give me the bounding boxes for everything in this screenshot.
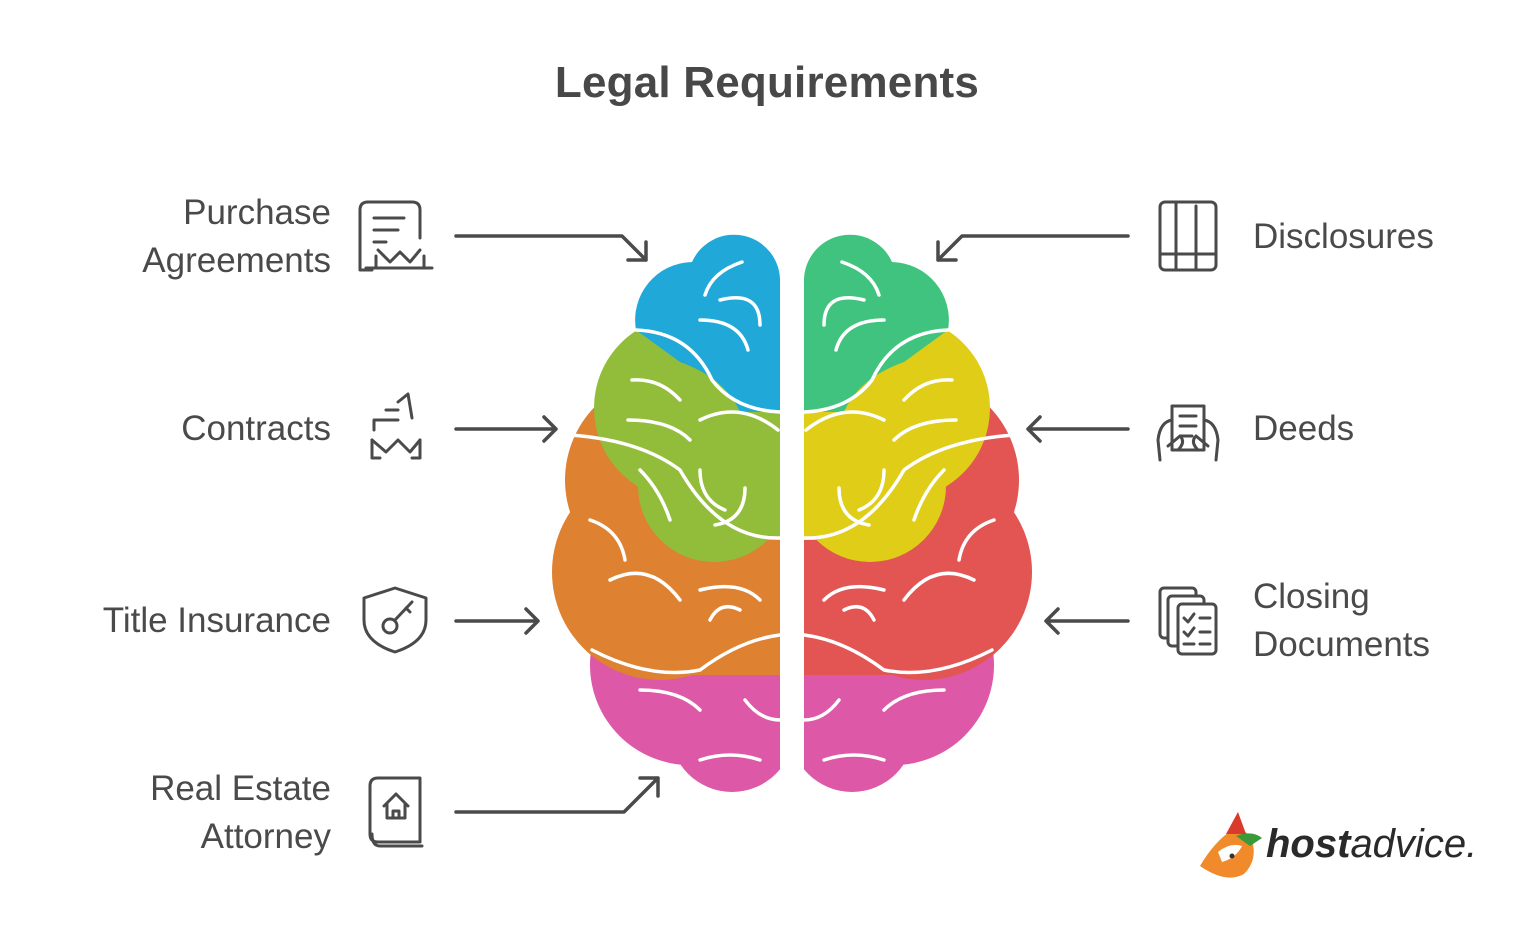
arrow-deeds bbox=[1026, 415, 1130, 443]
right-hemisphere bbox=[804, 234, 1032, 792]
label-line: Documents bbox=[1253, 625, 1431, 664]
arrow-title-insurance bbox=[454, 607, 540, 635]
label-line: Purchase bbox=[183, 193, 331, 232]
document-handshake-icon bbox=[358, 200, 434, 272]
page-title: Legal Requirements bbox=[554, 58, 980, 107]
label-purchase-agreements: Purchase Agreements bbox=[142, 189, 331, 285]
label-line: Attorney bbox=[200, 817, 331, 856]
shield-key-icon bbox=[362, 586, 428, 654]
label-contracts: Contracts bbox=[181, 405, 331, 453]
label-line: Agreements bbox=[142, 241, 331, 280]
label-closing-documents: Closing Documents bbox=[1253, 573, 1430, 669]
left-gyri-lines bbox=[568, 260, 780, 762]
label-line: Real Estate bbox=[150, 769, 331, 808]
label-deeds: Deeds bbox=[1253, 405, 1354, 453]
arrow-real-estate-attorney bbox=[454, 776, 660, 814]
logo-bold: host bbox=[1266, 822, 1351, 866]
hostadvice-logo: hostadvice. bbox=[1192, 818, 1492, 884]
label-real-estate-attorney: Real Estate Attorney bbox=[150, 765, 331, 861]
house-book-icon bbox=[368, 776, 424, 848]
connector-arrows bbox=[454, 234, 1130, 814]
logo-rest: advice. bbox=[1350, 822, 1478, 866]
label-line: Deeds bbox=[1253, 409, 1355, 448]
left-hemisphere bbox=[552, 234, 780, 792]
region-green-right bbox=[804, 234, 949, 412]
contract-handshake-icon bbox=[370, 392, 422, 460]
logo-text: hostadvice. bbox=[1266, 822, 1477, 867]
book-pages-icon bbox=[1158, 200, 1218, 272]
fox-logo-icon bbox=[1200, 812, 1262, 878]
hands-document-icon bbox=[1156, 404, 1220, 462]
checklist-documents-icon bbox=[1158, 586, 1218, 656]
label-line: Title Insurance bbox=[102, 601, 331, 640]
region-blue-left bbox=[635, 234, 780, 412]
arrow-closing-documents bbox=[1044, 607, 1130, 635]
label-disclosures: Disclosures bbox=[1253, 213, 1434, 261]
arrow-purchase-agreements bbox=[454, 234, 648, 262]
label-title-insurance: Title Insurance bbox=[103, 597, 331, 645]
right-gyri-lines bbox=[804, 260, 1016, 762]
arrow-contracts bbox=[454, 415, 558, 443]
label-line: Contracts bbox=[181, 409, 331, 448]
label-line: Disclosures bbox=[1253, 217, 1434, 256]
arrow-disclosures bbox=[936, 234, 1130, 262]
label-line: Closing bbox=[1253, 577, 1370, 616]
